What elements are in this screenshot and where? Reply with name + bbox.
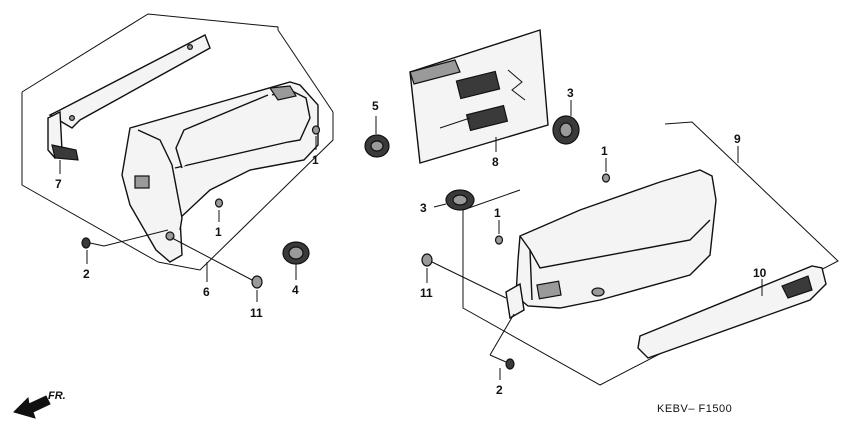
- screw-2-right: [489, 354, 515, 370]
- diagram-code: KEBV– F1500: [657, 403, 732, 415]
- grommet-3-lower: [445, 189, 475, 211]
- trim-strip: [637, 265, 827, 359]
- front-direction-label: FR.: [48, 390, 66, 402]
- callout-2: 2: [83, 267, 90, 281]
- screw-2-left: [81, 237, 105, 249]
- collar-1d: [494, 235, 504, 245]
- callout-2: 2: [496, 383, 503, 397]
- strap-bracket: [47, 34, 211, 161]
- left-group-outline: [21, 13, 279, 93]
- nut-11-right: [421, 253, 433, 267]
- callout-4: 4: [292, 283, 299, 297]
- callout-8: 8: [492, 155, 499, 169]
- callout-3: 3: [567, 86, 574, 100]
- grommet-5: [364, 134, 390, 158]
- callout-7: 7: [55, 177, 62, 191]
- collar-1a: [311, 125, 321, 135]
- callout-11: 11: [250, 306, 263, 320]
- decal-sheet: [409, 29, 549, 164]
- callout-1: 1: [215, 225, 222, 239]
- collar-1b: [214, 198, 224, 208]
- callout-1: 1: [312, 153, 319, 167]
- callout-5: 5: [372, 99, 379, 113]
- callout-9: 9: [734, 132, 741, 146]
- callout-1: 1: [601, 144, 608, 158]
- callout-3: 3: [420, 201, 427, 215]
- left-side-cover: [121, 81, 319, 263]
- callout-11: 11: [420, 286, 433, 300]
- grommet-3-upper: [552, 115, 580, 145]
- right-side-cover: [505, 169, 717, 320]
- callout-1: 1: [494, 206, 501, 220]
- grommet-4: [282, 241, 310, 265]
- collar-1c: [601, 173, 611, 183]
- callout-6: 6: [203, 285, 210, 299]
- callout-10: 10: [753, 266, 767, 280]
- front-direction-arrow-icon: [13, 395, 51, 419]
- nut-11-left: [251, 275, 263, 289]
